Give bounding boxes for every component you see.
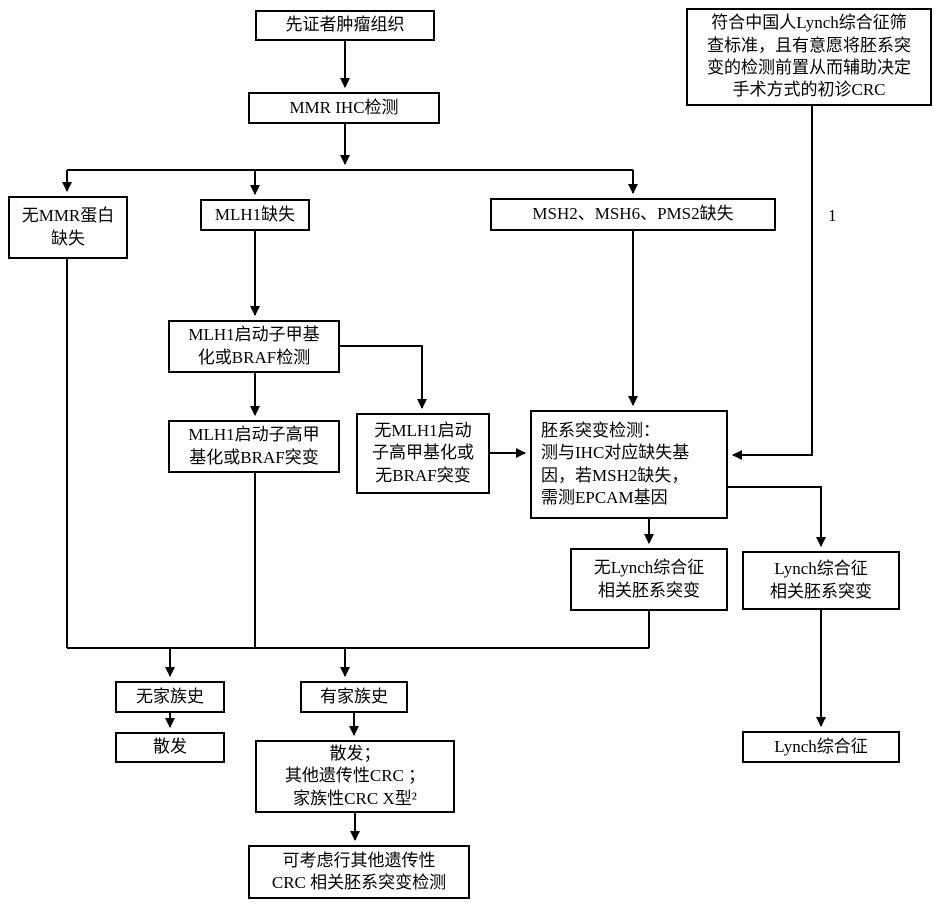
node-lynch-related-germline-mutation: Lynch综合征 相关胚系突变 bbox=[742, 551, 900, 610]
node-no-mlh1-hypermethylation-no-braf: 无MLH1启动 子高甲基化或 无BRAF突变 bbox=[356, 413, 490, 494]
node-sporadic: 散发 bbox=[115, 732, 225, 763]
node-no-family-history: 无家族史 bbox=[115, 681, 225, 713]
node-consider-other-hereditary-crc-testing: 可考虑行其他遗传性 CRC 相关胚系突变检测 bbox=[248, 845, 470, 899]
path-annotation-1: 1 bbox=[828, 206, 837, 225]
node-mlh1-promoter-methylation-braf-test: MLH1启动子甲基 化或BRAF检测 bbox=[168, 320, 340, 373]
node-germline-mutation-test: 胚系突变检测： 测与IHC对应缺失基 因，若MSH2缺失， 需测EPCAM基因 bbox=[530, 410, 728, 519]
node-msh2-msh6-pms2-loss: MSH2、MSH6、PMS2缺失 bbox=[490, 198, 776, 231]
node-lynch-syndrome: Lynch综合征 bbox=[742, 731, 900, 763]
node-family-history: 有家族史 bbox=[300, 681, 408, 713]
node-no-lynch-related-germline-mutation: 无Lynch综合征 相关胚系突变 bbox=[570, 548, 728, 611]
node-proband-tumor-tissue: 先证者肿瘤组织 bbox=[255, 10, 435, 41]
node-mlh1-hypermethylation-or-braf-mutation: MLH1启动子高甲 基化或BRAF突变 bbox=[168, 420, 340, 473]
node-sporadic-other-hereditary-crc: 散发； 其他遗传性CRC ； 家族性CRC X型² bbox=[255, 740, 455, 813]
node-mlh1-loss: MLH1缺失 bbox=[200, 199, 310, 231]
node-no-mmr-protein-loss: 无MMR蛋白 缺失 bbox=[8, 196, 128, 259]
node-screening-criteria-crc: 符合中国人Lynch综合征筛 查标准，且有意愿将胚系突 变的检测前置从而辅助决定… bbox=[686, 8, 932, 106]
node-mmr-ihc-test: MMR IHC检测 bbox=[248, 92, 440, 124]
